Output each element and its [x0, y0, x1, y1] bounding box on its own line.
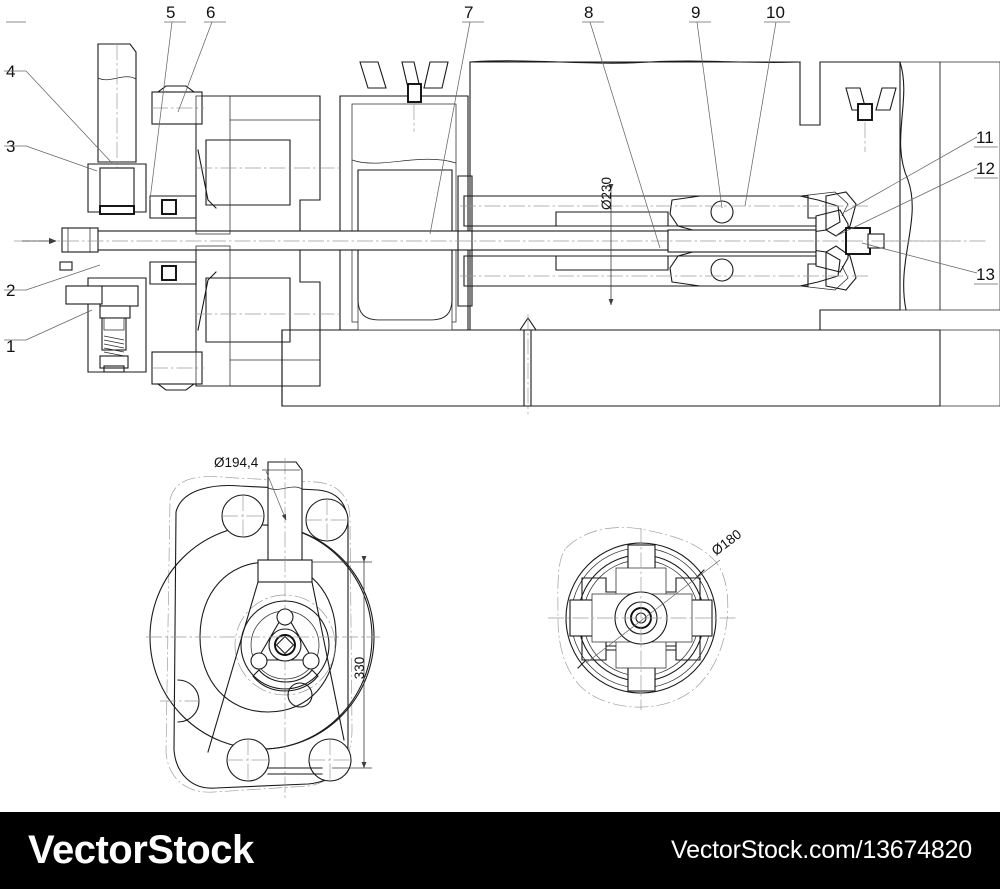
central-chamber [339, 95, 469, 331]
left-view-ribs [207, 581, 345, 775]
callout-5: 5 [166, 3, 175, 22]
callout-11: 11 [976, 128, 994, 147]
callout-2: 2 [6, 281, 15, 300]
spring-coils [103, 335, 125, 357]
callout-8: 8 [584, 3, 593, 22]
drawing-canvas: Ø230 [4, 3, 1000, 800]
callout-3: 3 [6, 137, 15, 156]
callout-4: 4 [6, 62, 15, 81]
bottom-vertical-bore [519, 314, 537, 414]
callout-leaders [6, 21, 978, 341]
callout-1: 1 [6, 337, 15, 356]
left-view-bolt-holes [160, 494, 352, 782]
technical-drawing-svg: Ø230 [4, 3, 1000, 800]
left-view-pin [287, 682, 313, 708]
dim-label-dia-194-4: Ø194,4 [214, 455, 259, 470]
callout-13: 13 [976, 265, 995, 284]
dimension-dia-194-4: Ø194,4 [214, 455, 300, 521]
housing-base-plate [281, 329, 941, 407]
view-right-end: Ø180 [548, 527, 744, 710]
dimension-330: 330 [312, 556, 372, 769]
view-left-end: Ø194,4 330 [146, 455, 380, 800]
housing-top-break [469, 60, 801, 64]
callout-9: 9 [691, 3, 700, 22]
callout-12: 12 [976, 159, 995, 178]
view-main-section: Ø230 [4, 3, 1000, 414]
chamber-key-slot [359, 61, 449, 132]
dim-label-dia-230: Ø230 [599, 177, 614, 210]
central-push-rod [61, 227, 669, 253]
callout-6: 6 [206, 3, 215, 22]
callout-10: 10 [766, 3, 785, 22]
callout-numbers: 1 2 3 4 5 6 7 8 9 [4, 3, 998, 356]
dim-label-dia-180: Ø180 [709, 527, 744, 559]
watermark-footer: VectorStock VectorStock.com/13674820 [0, 812, 1000, 889]
vertical-bolt-column [87, 43, 147, 215]
lower-plunger-assembly [59, 261, 147, 373]
housing-key-slot [845, 87, 897, 152]
gripper-levers [669, 191, 857, 291]
vectorstock-url: VectorStock.com/13674820 [671, 836, 972, 864]
mid-flange-plate [195, 95, 320, 387]
dim-label-330: 330 [352, 657, 367, 680]
vectorstock-brand: VectorStock [28, 828, 254, 872]
inner-bore-sleeve [555, 211, 669, 271]
dimension-dia-230: Ø230 [599, 177, 614, 306]
callout-7: 7 [464, 3, 473, 22]
